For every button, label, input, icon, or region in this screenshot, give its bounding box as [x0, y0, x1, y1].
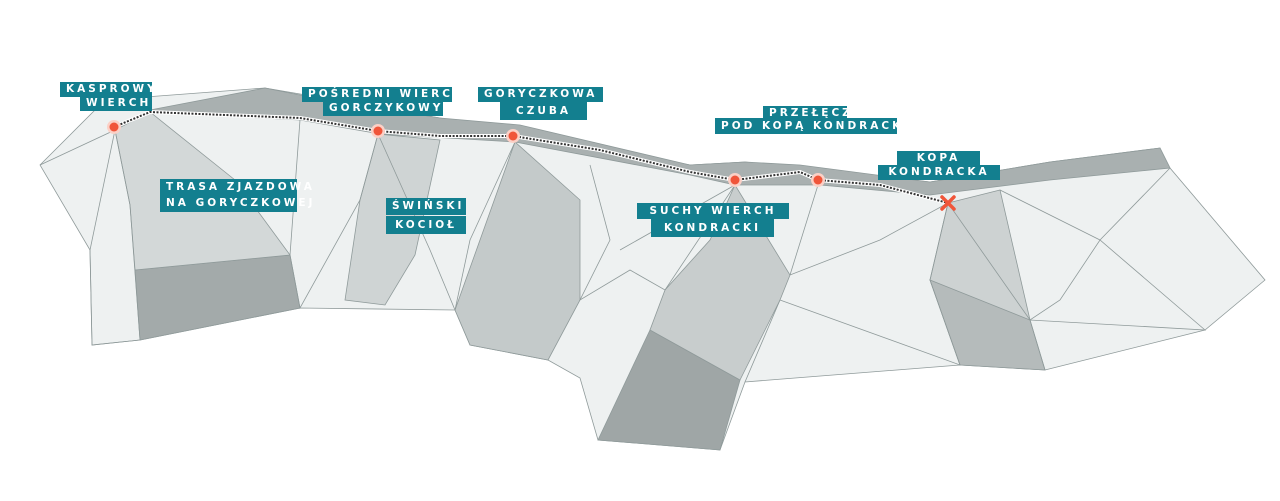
- label-posredni-line1: POŚREDNI WIERCH: [302, 87, 462, 102]
- label-goryczkowa-line2: CZUBA: [500, 102, 587, 120]
- label-przelecz-line2: POD KOPĄ KONDRACKĄ: [715, 118, 911, 134]
- circle-marker-icon: [811, 173, 825, 187]
- circle-marker-icon: [728, 173, 742, 187]
- circle-marker-icon: [107, 120, 121, 134]
- label-swinski-line1: ŚWIŃSKI: [386, 198, 466, 215]
- label-trasa-line2: NA GORYCZKOWEJ: [160, 195, 312, 212]
- x-marker-icon: [940, 195, 956, 211]
- label-suchy-line2: KONDRACKI: [651, 219, 774, 237]
- label-kopa-line1: KOPA: [897, 151, 980, 166]
- label-trasa-line1: TRASA ZJAZDOWA: [160, 179, 312, 195]
- label-kasprowy-line2: WIERCH: [80, 96, 152, 111]
- label-swinski-line2: KOCIOŁ: [386, 216, 466, 234]
- label-posredni-line2: GORCZYKOWY: [323, 101, 443, 116]
- label-kopa-line2: KONDRACKA: [878, 165, 1000, 180]
- waypoint-markers: [107, 120, 956, 211]
- circle-marker-icon: [506, 129, 520, 143]
- label-suchy-line1: SUCHY WIERCH: [637, 203, 789, 219]
- label-przelecz-line1: PRZEŁĘCZ: [763, 106, 850, 121]
- circle-marker-icon: [371, 124, 385, 138]
- label-goryczkowa-line1: GORYCZKOWA: [478, 87, 603, 102]
- label-kasprowy-line1: KASPROWY: [60, 82, 155, 97]
